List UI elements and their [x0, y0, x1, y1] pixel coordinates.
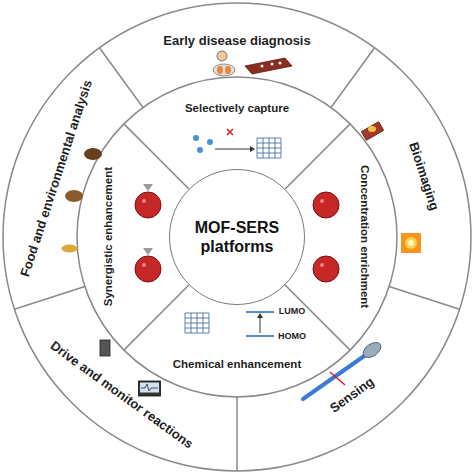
ring-outline	[3, 3, 471, 471]
computer-figure	[140, 383, 159, 393]
sensing-probe-figure	[330, 372, 345, 385]
mof-sphere	[143, 248, 153, 255]
mechanism-segment: Chemical enhancement	[173, 358, 301, 371]
mof-sphere	[313, 256, 339, 282]
breath-sensor-figure	[217, 66, 223, 74]
segment-label: Chemical enhancement	[173, 358, 301, 371]
energy-level-figure	[185, 313, 209, 333]
breath-sensor-figure	[213, 51, 292, 76]
bioimaging-figure	[405, 237, 417, 249]
center-circle: MOF-SERS platforms	[169, 169, 305, 305]
food-figure	[65, 190, 83, 202]
ring-outline	[77, 77, 397, 397]
ring-divider	[14, 286, 84, 309]
segment-label: Synergistic enhancement	[102, 167, 115, 306]
capture-figure	[250, 146, 255, 152]
mof-sphere	[135, 256, 161, 282]
mechanism-segment: Selectively capture	[185, 102, 289, 115]
segment-label: Concentration enrichment	[358, 165, 371, 308]
breath-sensor-figure	[225, 66, 231, 74]
bioimaging-figure	[368, 126, 376, 132]
breath-sensor-figure	[213, 64, 235, 76]
energy-level-figure	[257, 313, 263, 318]
ring-divider	[236, 397, 238, 471]
ring-divider	[14, 48, 459, 471]
capture-figure	[207, 139, 213, 145]
energy-level-figure	[246, 311, 274, 313]
capture-figure	[197, 147, 203, 153]
bioimaging-figure	[361, 122, 383, 141]
energy-level-figure	[246, 335, 274, 337]
orbital-label: LUMO	[279, 306, 306, 316]
breath-sensor-figure	[245, 58, 292, 74]
ring-divider	[389, 286, 459, 309]
computer-figure	[139, 381, 161, 396]
platform-title: MOF-SERS platforms	[183, 218, 291, 256]
mof-sphere	[143, 184, 153, 191]
breath-sensor-figure	[271, 63, 274, 66]
mof-sphere	[142, 199, 146, 203]
ring-divider	[285, 124, 350, 189]
breath-sensor-figure	[279, 62, 282, 65]
food-figure	[84, 148, 102, 160]
capture-figure	[193, 135, 199, 141]
ring-divider	[124, 124, 189, 189]
capture-figure	[257, 138, 281, 158]
capture-figure	[215, 149, 250, 150]
breath-sensor-figure	[261, 65, 264, 68]
ring-divider	[99, 48, 142, 108]
computer-figure	[100, 340, 110, 356]
application-segment: Early disease diagnosis	[163, 34, 310, 49]
energy-level-figure	[260, 318, 261, 333]
mechanism-segment: Synergistic enhancement	[102, 167, 115, 306]
mof-sphere	[135, 192, 161, 218]
energy-level-figure	[185, 312, 274, 336]
mof-sphere	[320, 263, 324, 267]
mof-sphere	[320, 199, 324, 203]
ring-divider	[124, 285, 189, 350]
mof-sphere	[313, 192, 339, 218]
ring-outline	[3, 3, 471, 471]
capture-figure	[227, 129, 233, 135]
orbital-label: HOMO	[278, 331, 306, 341]
ring-divider	[331, 48, 374, 108]
breath-sensor-figure	[217, 51, 227, 61]
food-figure	[62, 245, 78, 253]
mof-sphere	[142, 263, 146, 267]
segment-label: Selectively capture	[185, 102, 289, 115]
segment-label: Early disease diagnosis	[163, 34, 310, 49]
bioimaging-figure	[408, 240, 414, 246]
capture-figure	[193, 129, 281, 158]
sensing-probe-figure	[360, 339, 383, 360]
mechanism-segment: Concentration enrichment	[358, 165, 371, 308]
computer-figure	[141, 384, 158, 391]
bioimaging-figure	[401, 233, 421, 253]
